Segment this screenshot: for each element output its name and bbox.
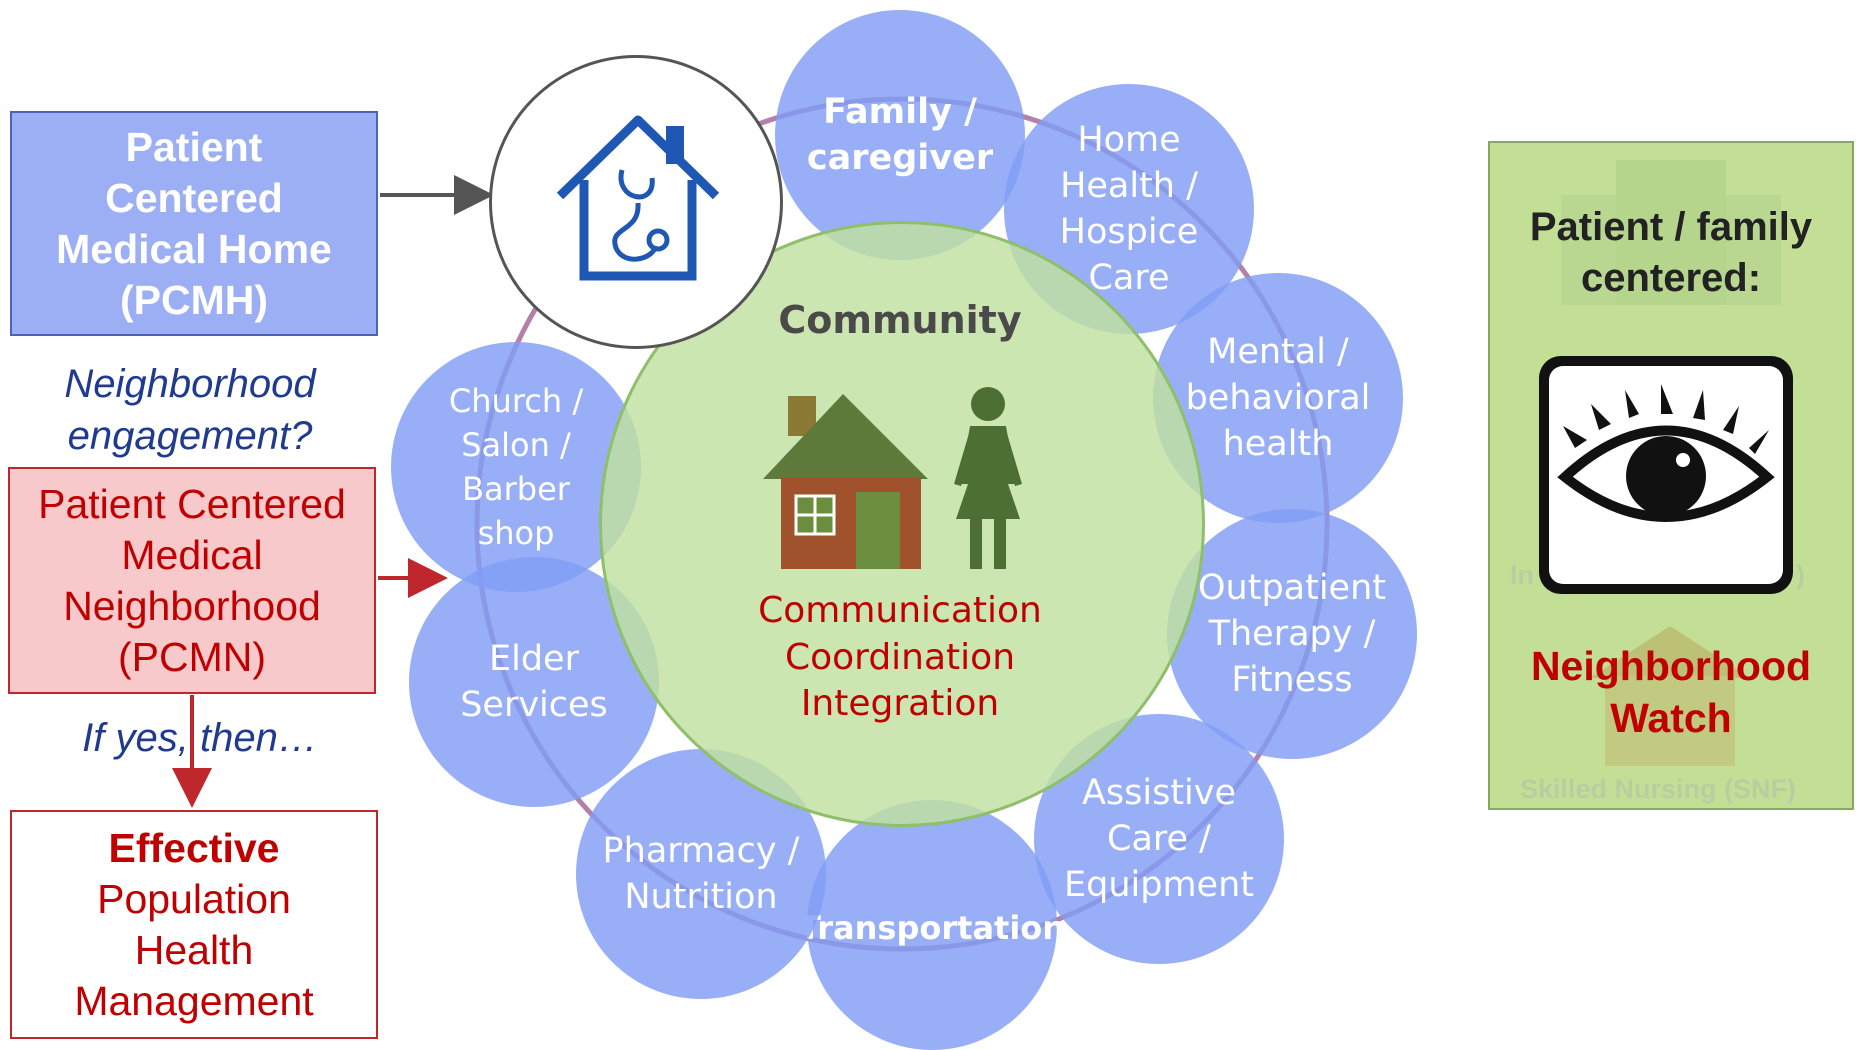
satellite-label: Assistive Care / Equipment <box>1064 773 1254 905</box>
faded-text-left: In <box>1510 560 1534 590</box>
house-icon <box>763 394 928 569</box>
outcome-box: Effective Population Health Management <box>10 810 378 1039</box>
community-illustration <box>763 387 1022 569</box>
woman-icon <box>954 387 1022 569</box>
pcmn-box: Patient Centered Medical Neighborhood (P… <box>8 467 376 694</box>
if-yes-note: If yes, then… <box>82 716 318 760</box>
faded-text-snf: Skilled Nursing (SNF) <box>1520 774 1797 804</box>
faded-snf-icon <box>1590 626 1750 766</box>
faded-hospital-icon <box>1561 160 1781 305</box>
satellite-family-caregiver: Family / caregiver <box>775 10 1025 260</box>
satellite-label: Transportation <box>798 909 1066 947</box>
satellite-label: Family / caregiver <box>806 92 994 178</box>
pcmh-circle <box>489 55 783 349</box>
pcmh-box: Patient Centered Medical Home (PCMH) <box>10 111 378 336</box>
satellite-label: Elder Services <box>460 639 608 725</box>
faded-text-right: ) <box>1796 560 1805 590</box>
satellite-mental-health: Mental / behavioral health <box>1153 273 1403 523</box>
satellite-label: Church / Salon / Barber shop <box>448 382 584 552</box>
outcome-strong: Effective <box>108 824 280 871</box>
neighborhood-watch-subtitle: Neighborhood Watch <box>1530 643 1812 741</box>
community-line-integration: Integration <box>800 683 1000 724</box>
house-stethoscope-icon <box>556 115 720 281</box>
community-line-communication: Communication <box>758 590 1042 631</box>
pcmh-label: Patient Centered Medical Home (PCMH) <box>56 123 332 323</box>
satellite-outpatient-therapy: Outpatient Therapy / Fitness <box>1167 509 1417 759</box>
satellite-label: Outpatient Therapy / Fitness <box>1197 568 1386 700</box>
satellite-label: Pharmacy / Nutrition <box>602 831 800 917</box>
satellite-label: Home Health / Hospice Care <box>1059 120 1199 298</box>
outcome-rest: Population Health Management <box>74 875 314 1024</box>
pcmn-label: Patient Centered Medical Neighborhood (P… <box>38 480 346 680</box>
neighborhood-question: Neighborhood engagement? <box>64 362 316 458</box>
eye-icon <box>1539 356 1793 594</box>
community-title: Community <box>778 298 1022 342</box>
community-line-coordination: Coordination <box>784 637 1016 678</box>
satellite-transportation: Transportation <box>799 800 1065 1050</box>
neighborhood-watch-title: Patient / family centered: <box>1529 205 1813 300</box>
satellite-assistive-care: Assistive Care / Equipment <box>1034 714 1284 964</box>
satellite-label: Mental / behavioral health <box>1185 332 1371 464</box>
